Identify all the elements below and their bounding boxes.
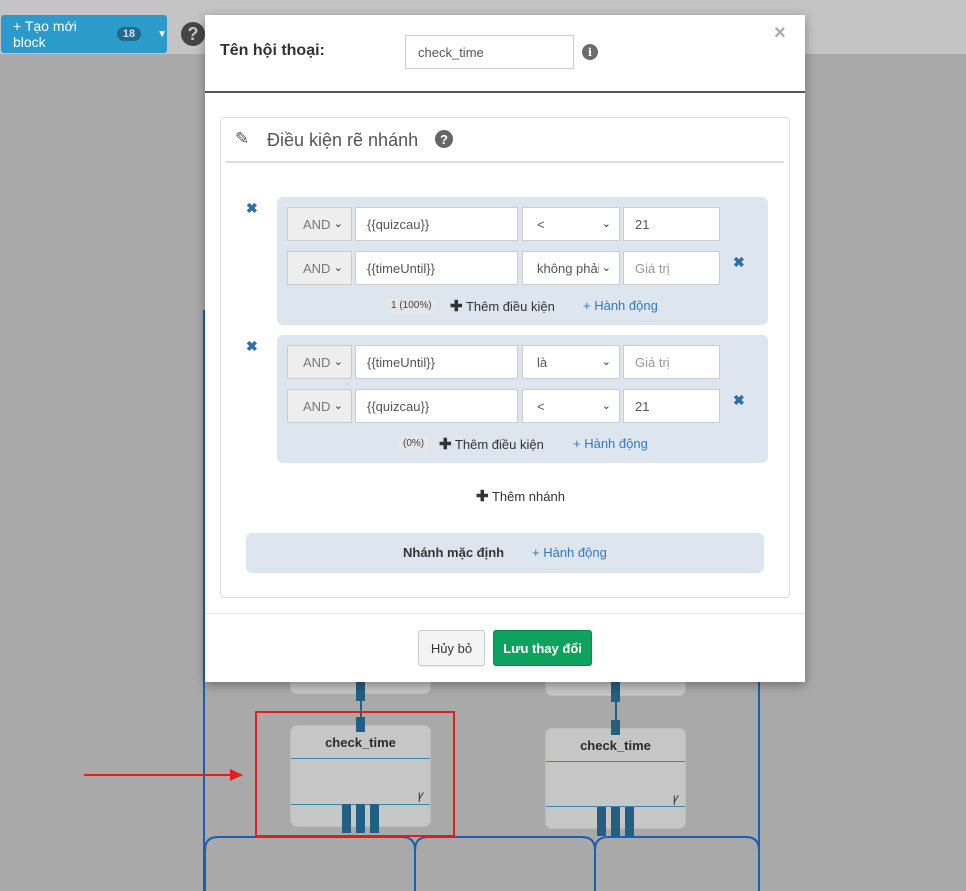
cancel-button[interactable]: Hủy bỏ bbox=[418, 630, 485, 666]
node-port[interactable] bbox=[342, 804, 351, 833]
split-icon: ꝩ bbox=[417, 788, 424, 802]
new-block-label: + Tạo mới block bbox=[13, 18, 77, 50]
operator-select[interactable]: là⌄ bbox=[522, 345, 620, 379]
branch-percentage-badge: 1 (100%) bbox=[387, 298, 436, 313]
plus-icon: ✚ bbox=[450, 298, 463, 315]
modal-footer: Hủy bỏ Lưu thay đổi bbox=[205, 613, 805, 683]
default-branch-label: Nhánh mặc định bbox=[403, 545, 505, 560]
value-input[interactable]: 21 bbox=[623, 207, 720, 241]
add-action-link[interactable]: + Hành động bbox=[573, 436, 648, 451]
edit-conversation-modal: Tên hội thoại: i × ✎ Điều kiện rẽ nhánh … bbox=[205, 15, 805, 682]
node-port[interactable] bbox=[356, 717, 365, 732]
panel-header: ✎ Điều kiện rẽ nhánh ? bbox=[226, 118, 784, 163]
node-port[interactable] bbox=[356, 682, 365, 701]
add-branch-button[interactable]: ✚ Thêm nhánh bbox=[476, 488, 565, 505]
variable-input[interactable]: {{timeUntil}} bbox=[355, 345, 518, 379]
logic-select[interactable]: AND⌄ bbox=[287, 345, 352, 379]
node-title: check_time bbox=[325, 735, 396, 750]
node-divider bbox=[546, 806, 685, 807]
conversation-name-label: Tên hội thoại: bbox=[220, 42, 325, 59]
help-icon[interactable]: ? bbox=[435, 130, 453, 148]
conversation-name-input[interactable] bbox=[405, 35, 574, 69]
value-input[interactable]: Giá trị bbox=[623, 251, 720, 285]
variable-input[interactable]: {{quizcau}} bbox=[355, 207, 518, 241]
value-input[interactable]: Giá trị bbox=[623, 345, 720, 379]
remove-condition-icon[interactable]: ✖ bbox=[733, 392, 745, 408]
logic-select[interactable]: AND⌄ bbox=[287, 251, 352, 285]
node-divider bbox=[546, 761, 685, 762]
node-port[interactable] bbox=[611, 720, 620, 735]
new-block-button[interactable]: + Tạo mới block 18 ▼ bbox=[1, 15, 167, 53]
add-condition-button[interactable]: ✚ Thêm điều kiện bbox=[450, 298, 555, 315]
annotation-highlight-box bbox=[255, 711, 455, 837]
plus-icon: ✚ bbox=[439, 436, 452, 453]
operator-select[interactable]: <⌄ bbox=[522, 389, 620, 423]
save-changes-button[interactable]: Lưu thay đổi bbox=[493, 630, 592, 666]
branch-card: AND⌄ {{quizcau}} <⌄ 21 AND⌄ {{timeUntil}… bbox=[277, 197, 768, 325]
annotation-arrowhead bbox=[230, 769, 243, 781]
default-branch-bar: Nhánh mặc định + Hành động bbox=[246, 533, 764, 573]
node-port[interactable] bbox=[611, 807, 620, 836]
remove-branch-icon[interactable]: ✖ bbox=[246, 200, 258, 216]
flow-node-check-time[interactable]: check_time ꝩ bbox=[290, 725, 431, 827]
node-port[interactable] bbox=[625, 807, 634, 836]
logic-select[interactable]: AND⌄ bbox=[287, 207, 352, 241]
node-port[interactable] bbox=[611, 682, 620, 702]
operator-select[interactable]: <⌄ bbox=[522, 207, 620, 241]
panel-title: Điều kiện rẽ nhánh bbox=[267, 130, 419, 150]
branch-card: AND⌄ {{timeUntil}} là⌄ Giá trị AND⌄ {{qu… bbox=[277, 335, 768, 463]
modal-header: Tên hội thoại: i × bbox=[205, 15, 805, 93]
variable-input[interactable]: {{quizcau}} bbox=[355, 389, 518, 423]
remove-condition-icon[interactable]: ✖ bbox=[733, 254, 745, 270]
branch-percentage-badge: (0%) bbox=[399, 436, 429, 451]
block-count-badge: 18 bbox=[116, 27, 142, 41]
plus-icon: ✚ bbox=[476, 488, 489, 505]
value-input[interactable]: 21 bbox=[623, 389, 720, 423]
node-title: check_time bbox=[580, 738, 651, 753]
add-action-link[interactable]: + Hành động bbox=[583, 298, 658, 313]
default-branch-add-action[interactable]: + Hành động bbox=[532, 545, 607, 560]
node-port[interactable] bbox=[356, 804, 365, 833]
pencil-icon: ✎ bbox=[235, 129, 250, 148]
branch-conditions-panel: ✎ Điều kiện rẽ nhánh ? ✖ AND⌄ {{quizcau}… bbox=[220, 117, 790, 598]
node-divider bbox=[291, 758, 430, 759]
help-icon[interactable]: ? bbox=[181, 22, 205, 46]
logic-select[interactable]: AND⌄ bbox=[287, 389, 352, 423]
close-icon[interactable]: × bbox=[774, 22, 786, 44]
annotation-arrow bbox=[84, 774, 232, 776]
caret-down-icon[interactable]: ▼ bbox=[157, 28, 167, 40]
split-icon: ꝩ bbox=[672, 791, 679, 805]
operator-select[interactable]: không phải⌄ bbox=[522, 251, 620, 285]
node-port[interactable] bbox=[370, 804, 379, 833]
variable-input[interactable]: {{timeUntil}} bbox=[355, 251, 518, 285]
add-condition-button[interactable]: ✚ Thêm điều kiện bbox=[439, 436, 544, 453]
remove-branch-icon[interactable]: ✖ bbox=[246, 338, 258, 354]
info-icon[interactable]: i bbox=[582, 44, 598, 60]
node-port[interactable] bbox=[597, 807, 606, 836]
